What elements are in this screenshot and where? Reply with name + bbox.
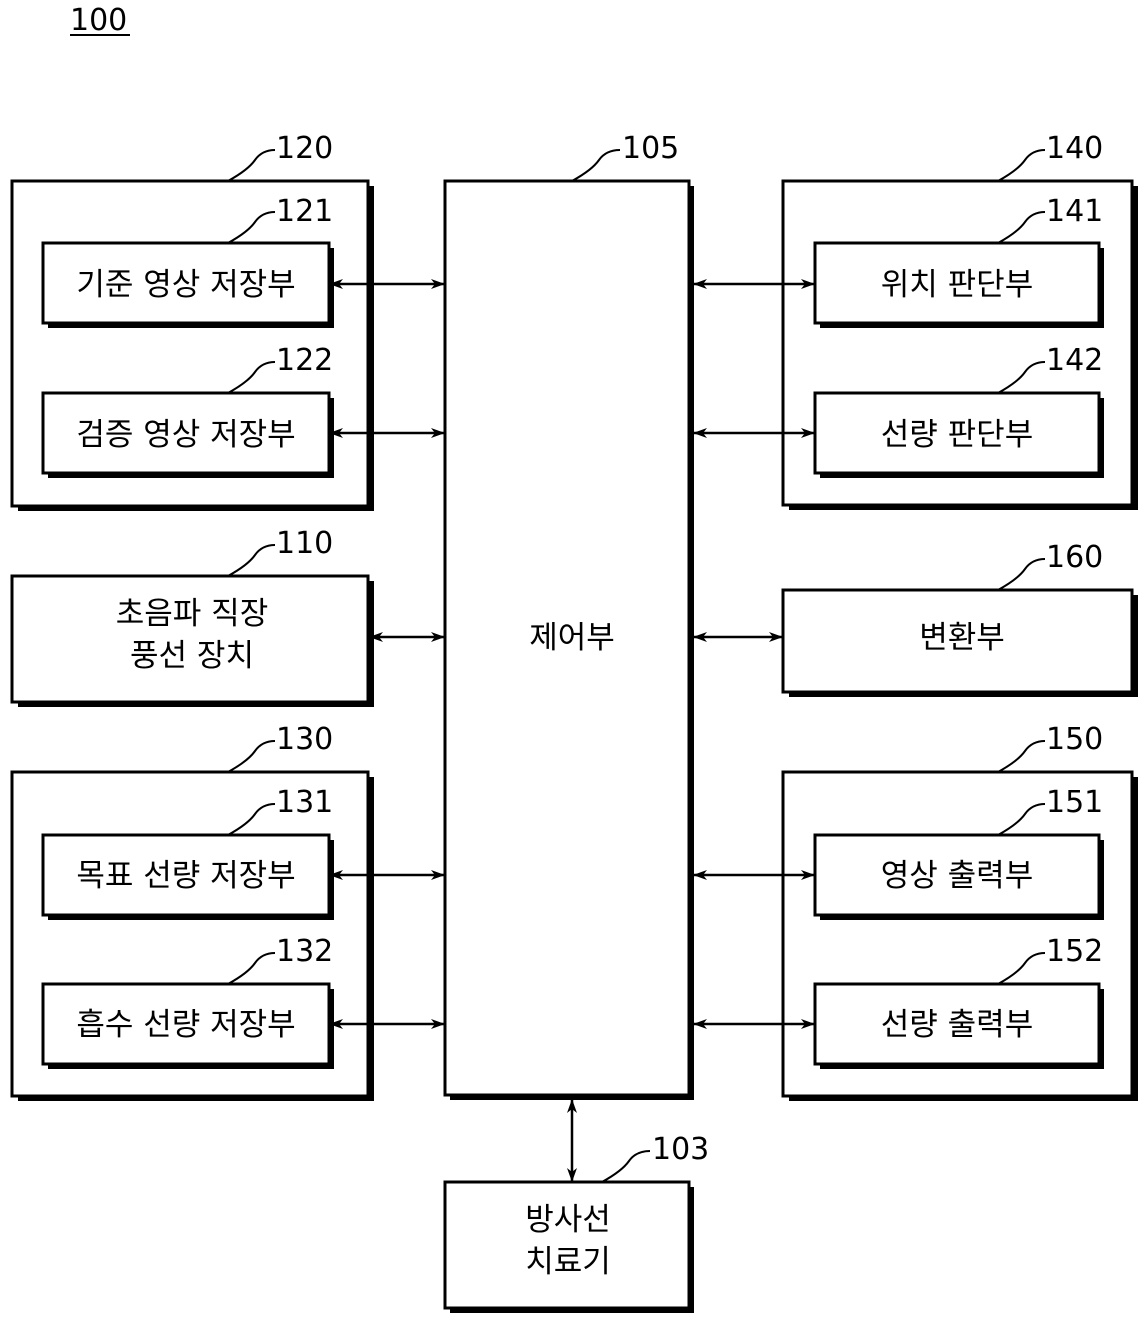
label-132: 흡수 선량 저장부 — [76, 1007, 295, 1043]
label-151: 영상 출력부 — [881, 858, 1033, 894]
label-121: 기준 영상 저장부 — [76, 267, 295, 303]
ref-141: 141 — [1046, 194, 1103, 229]
label-103-line1: 방사선 — [525, 1202, 611, 1238]
box-110: 초음파 직장 풍선 장치 110 — [12, 526, 374, 707]
ref-131: 131 — [276, 785, 333, 820]
ref-103: 103 — [652, 1132, 709, 1167]
ref-122: 122 — [276, 343, 333, 378]
ref-132: 132 — [276, 934, 333, 969]
label-131: 목표 선량 저장부 — [76, 858, 295, 894]
label-152: 선량 출력부 — [881, 1007, 1033, 1043]
ref-105: 105 — [622, 131, 679, 166]
label-141: 위치 판단부 — [881, 267, 1033, 303]
ref-142: 142 — [1046, 343, 1103, 378]
ref-152: 152 — [1046, 934, 1103, 969]
box-105: 제어부 105 — [445, 131, 694, 1100]
label-103-line2: 치료기 — [525, 1244, 611, 1280]
ref-140: 140 — [1046, 131, 1103, 166]
ref-110: 110 — [276, 526, 333, 561]
ref-151: 151 — [1046, 785, 1103, 820]
ref-150: 150 — [1046, 722, 1103, 757]
ref-160: 160 — [1046, 540, 1103, 575]
label-105: 제어부 — [529, 620, 615, 656]
box-160: 변환부 160 — [783, 540, 1138, 697]
box-103: 방사선 치료기 103 — [445, 1132, 709, 1313]
label-160: 변환부 — [919, 620, 1005, 656]
label-110-line1: 초음파 직장 — [116, 596, 268, 632]
label-142: 선량 판단부 — [881, 417, 1033, 453]
label-122: 검증 영상 저장부 — [76, 417, 295, 453]
label-110-line2: 풍선 장치 — [130, 638, 254, 674]
ref-121: 121 — [276, 194, 333, 229]
ref-120: 120 — [276, 131, 333, 166]
ref-130: 130 — [276, 722, 333, 757]
figure-ref: 100 — [70, 3, 127, 38]
